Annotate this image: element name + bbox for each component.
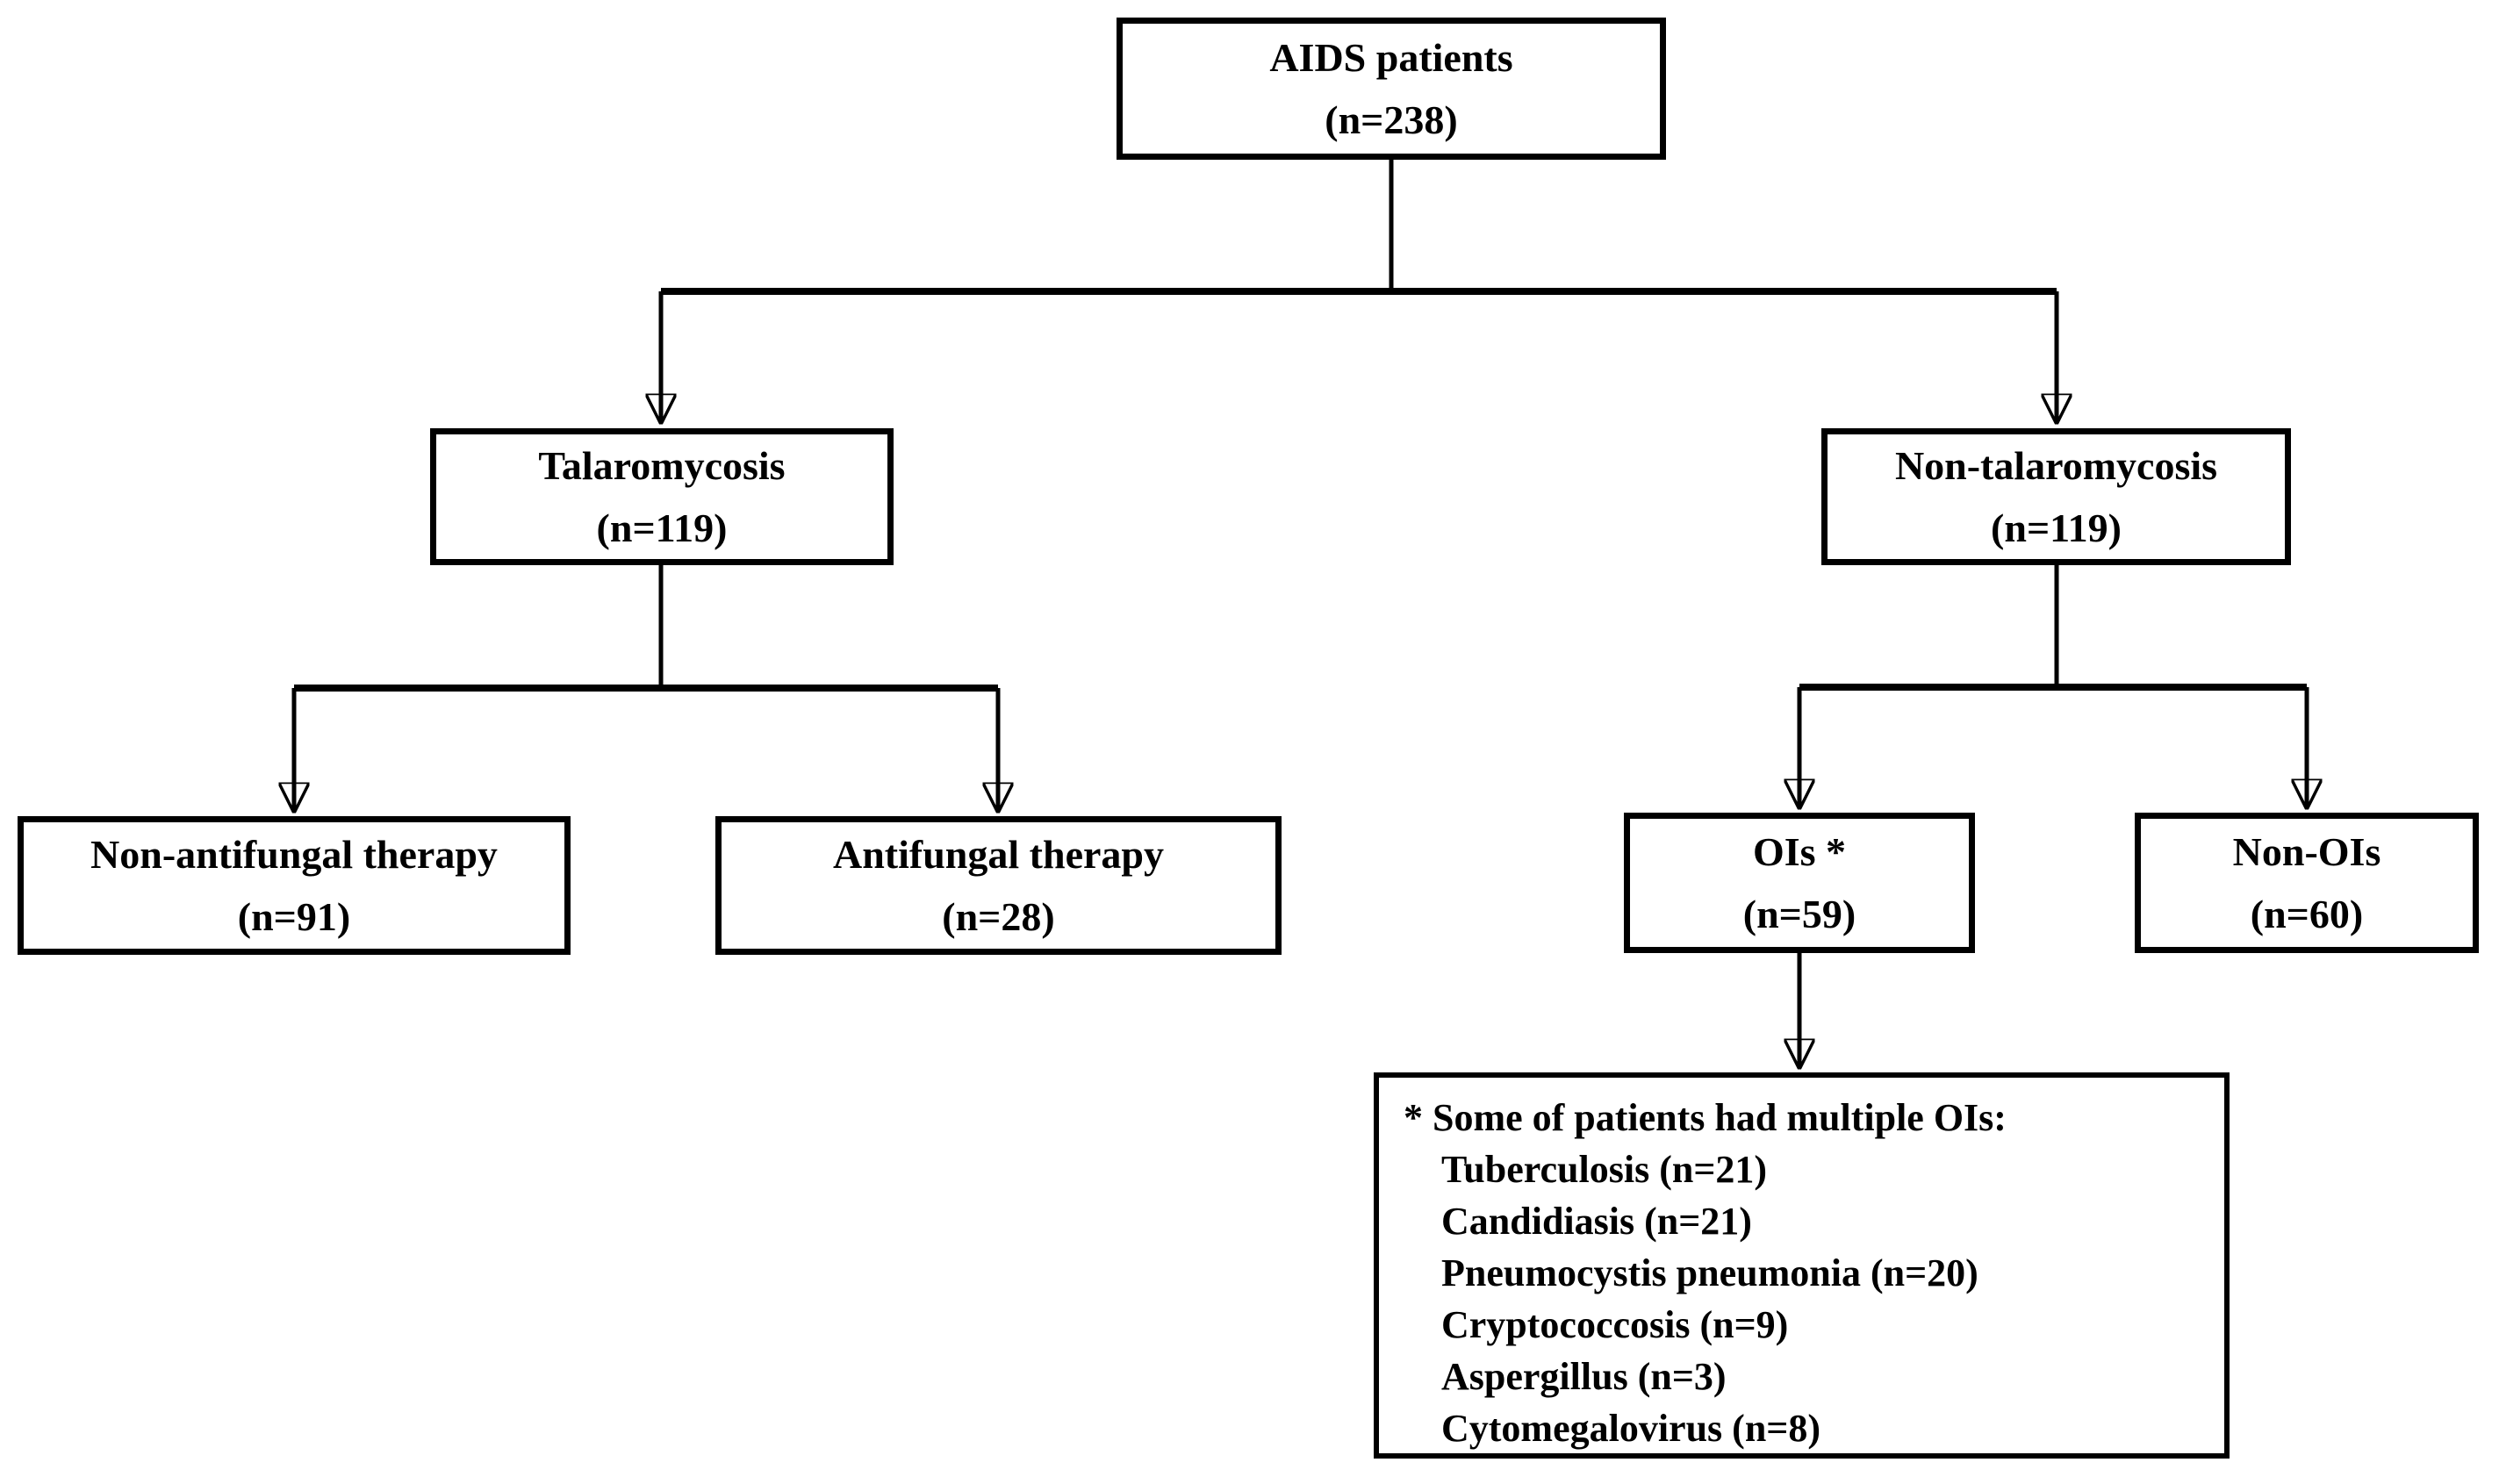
node-count: (n=91): [237, 894, 351, 939]
node-count: (n=238): [1325, 97, 1458, 142]
footnote-item: Cytomegalovirus (n=8): [1441, 1407, 1821, 1450]
node-ois: OIs * (n=59): [1624, 813, 1975, 953]
footnote-box: * Some of patients had multiple OIs: Tub…: [1374, 1072, 2230, 1459]
footnote-item: Cryptococcosis (n=9): [1441, 1303, 1789, 1346]
footnote-item: Pneumocystis pneumonia (n=20): [1441, 1251, 1978, 1294]
node-count: (n=60): [2250, 892, 2364, 936]
node-label: Talaromycosis: [538, 443, 786, 488]
footnote-item: Aspergillus (n=3): [1441, 1355, 1727, 1398]
node-antifungal-therapy: Antifungal therapy (n=28): [715, 816, 1282, 955]
footnote-item: Candidiasis (n=21): [1441, 1200, 1752, 1243]
node-label: OIs *: [1752, 829, 1847, 874]
node-label: Antifungal therapy: [833, 832, 1164, 877]
node-talaromycosis: Talaromycosis (n=119): [430, 428, 894, 565]
node-aids-patients: AIDS patients (n=238): [1117, 18, 1666, 160]
node-non-talaromycosis: Non-talaromycosis (n=119): [1821, 428, 2291, 565]
node-non-ois: Non-OIs (n=60): [2135, 813, 2479, 953]
node-count: (n=28): [942, 894, 1055, 939]
footnote-item: Tuberculosis (n=21): [1441, 1148, 1768, 1191]
footnote-header: * Some of patients had multiple OIs:: [1404, 1096, 2007, 1139]
node-label: Non-talaromycosis: [1894, 443, 2218, 488]
node-non-antifungal-therapy: Non-antifungal therapy (n=91): [18, 816, 571, 955]
node-count: (n=119): [596, 505, 728, 550]
node-label: Non-OIs: [2232, 829, 2381, 874]
node-count: (n=59): [1742, 892, 1856, 936]
node-count: (n=119): [1991, 505, 2122, 550]
node-label: Non-antifungal therapy: [90, 832, 498, 877]
node-label: AIDS patients: [1269, 35, 1513, 80]
